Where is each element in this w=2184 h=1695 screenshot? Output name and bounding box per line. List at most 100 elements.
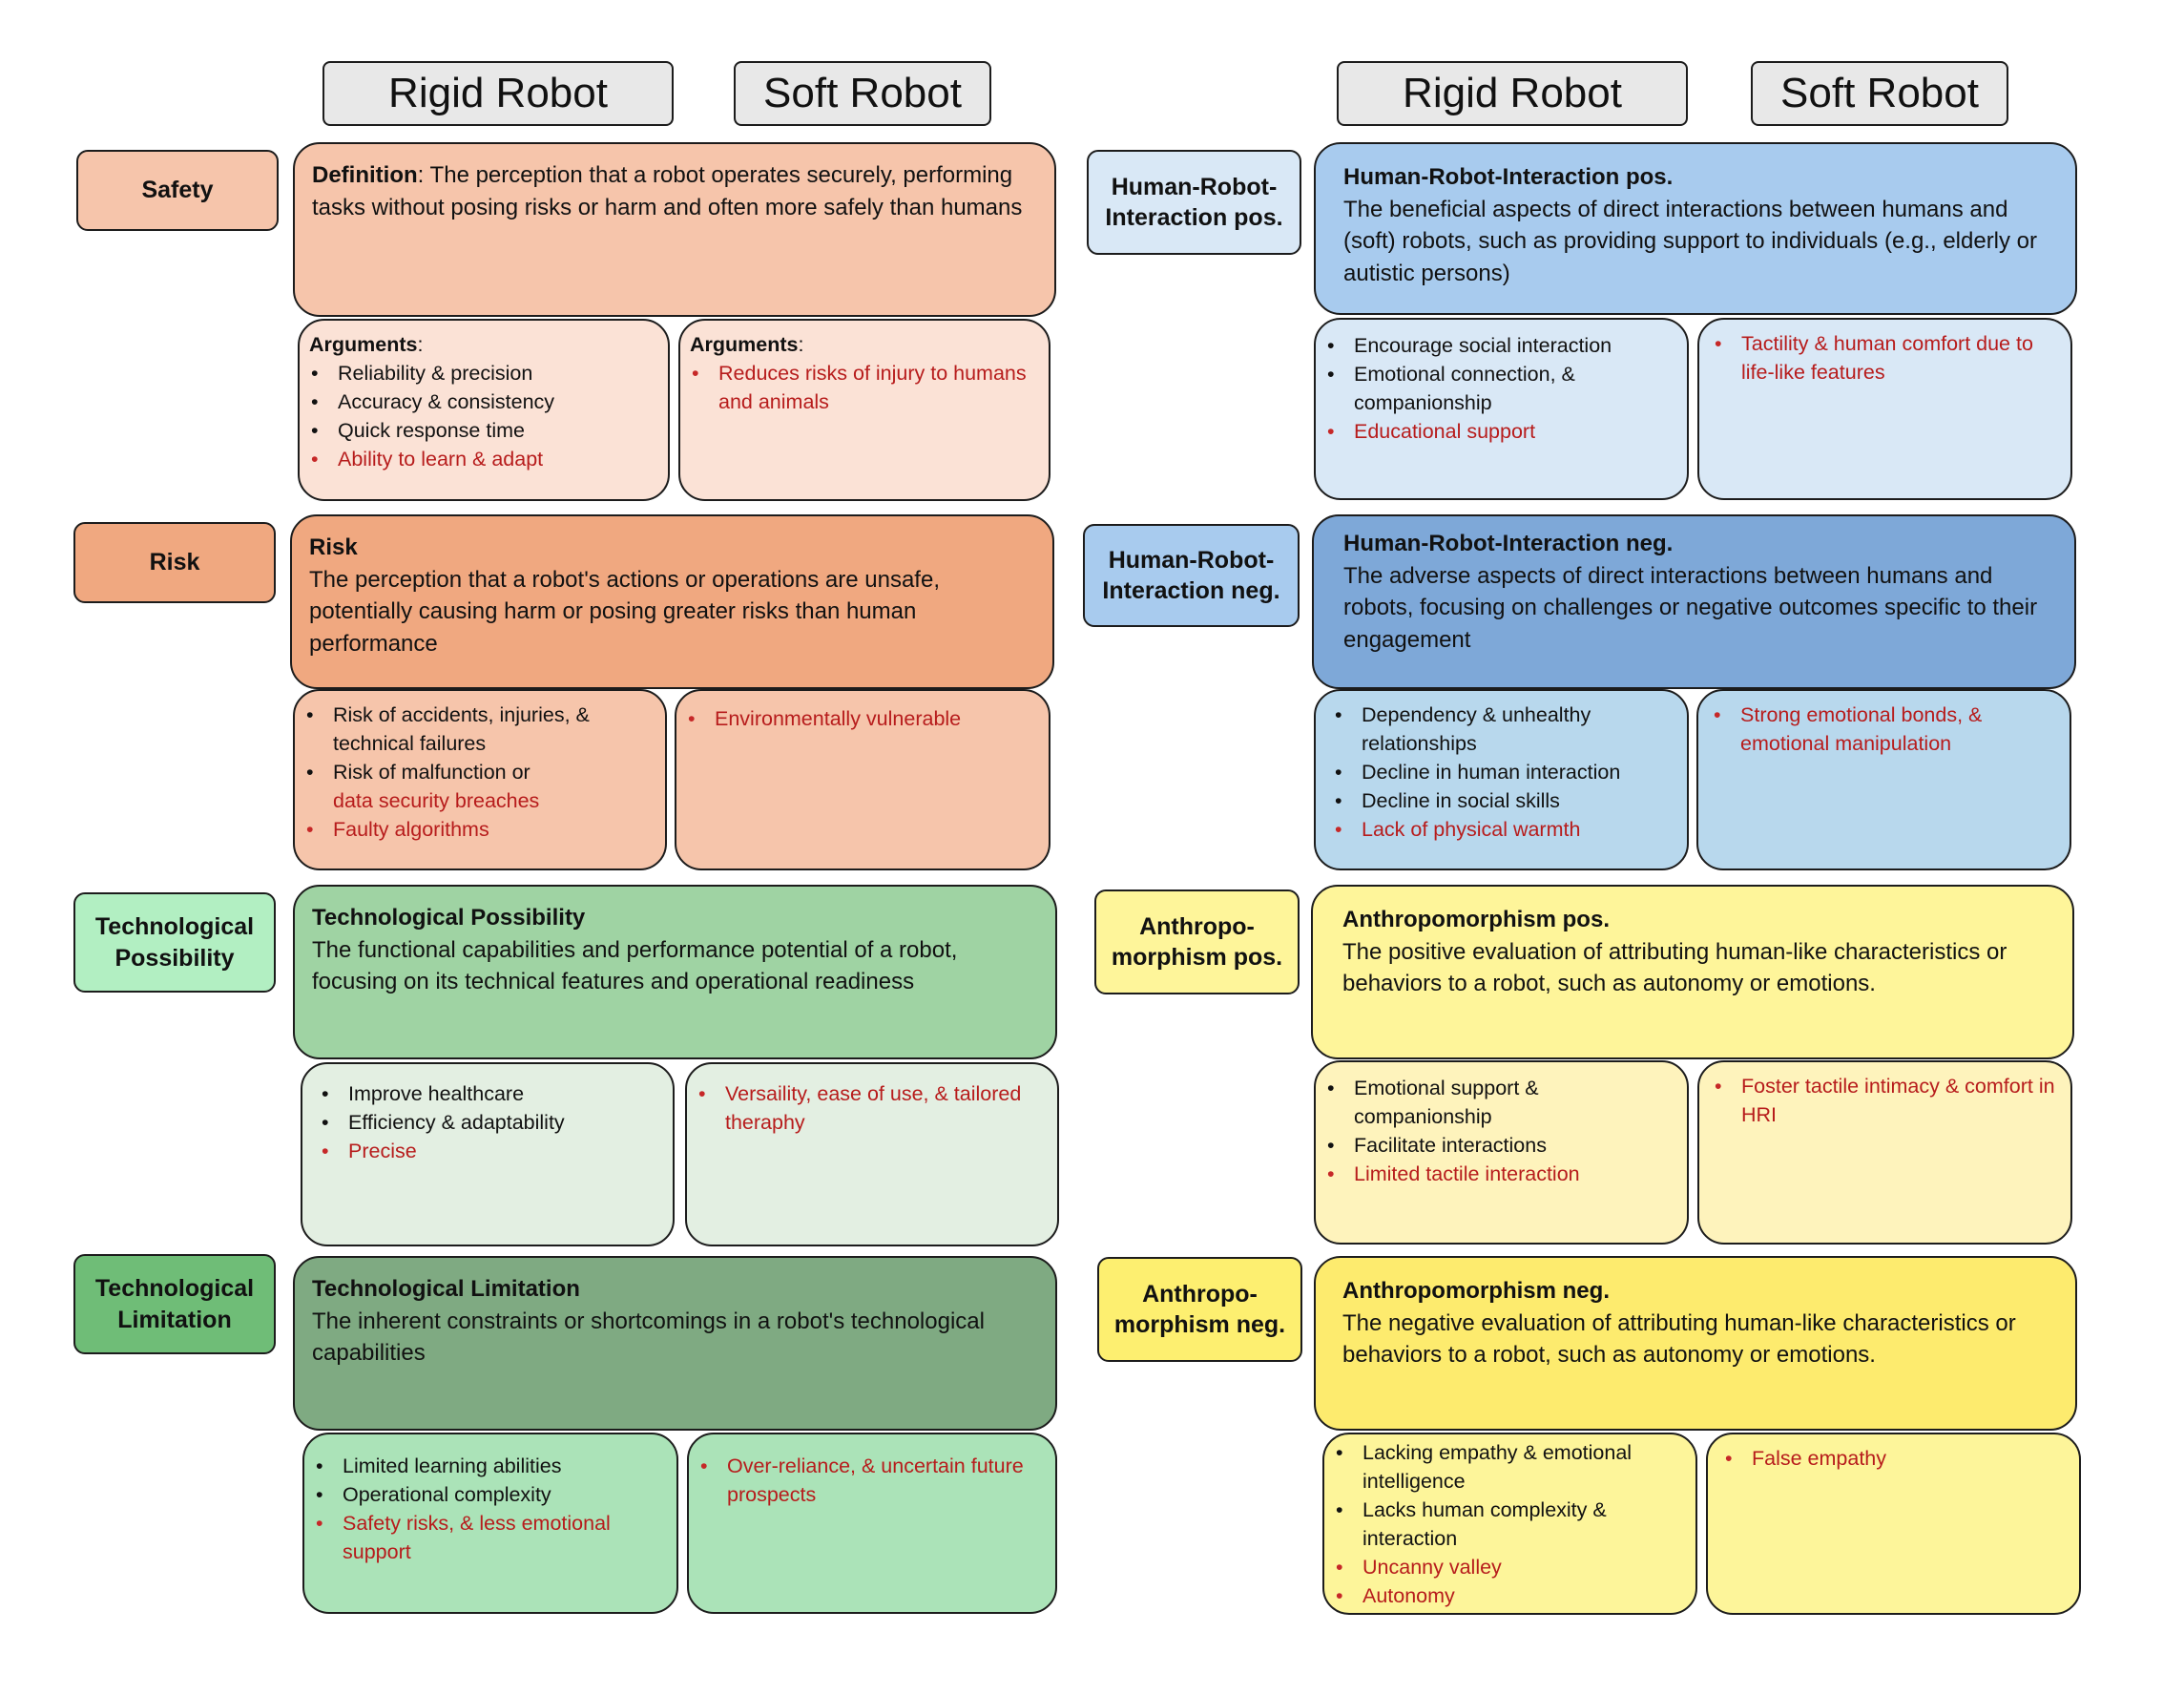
argument-item: Uncanny valley [1330,1553,1686,1581]
arguments-risk-rigid: Risk of accidents, injuries, & technical… [293,689,667,870]
definition-text: The positive evaluation of attributing h… [1342,938,2007,997]
definition-safety: Definition: The perception that a robot … [293,142,1056,317]
arguments-anthn-soft: False empathy [1706,1433,2081,1615]
definition-risk: Risk The perception that a robot's actio… [290,514,1054,689]
argument-item: Reliability & precision [305,359,658,387]
definition-technological-possibility: Technological Possibility The functional… [293,885,1057,1059]
argument-item: Encourage social interaction [1321,331,1677,360]
arguments-hrin-soft: Strong emotional bonds, & emotional mani… [1696,689,2071,870]
definition-text: The inherent constraints or shortcomings… [312,1308,985,1367]
arguments-hrin-rigid: Dependency & unhealthy relationshipsDecl… [1314,689,1689,870]
argument-item: Improve healthcare [316,1079,663,1108]
arguments-anthp-rigid: Emotional support & companionshipFacilit… [1314,1060,1689,1245]
argument-item: Tactility & human comfort due to life-li… [1709,329,2061,387]
arguments-techpos-soft: Versaility, ease of use, & tailored ther… [685,1062,1059,1246]
label-safety: Safety [76,150,279,231]
definition-title: Human-Robot-Interaction pos. [1343,164,1674,190]
header-soft-robot-left: Soft Robot [734,61,991,126]
argument-item: Ability to learn & adapt [305,445,658,473]
label-risk: Risk [73,522,276,603]
argument-item: Limited learning abilities [310,1452,667,1480]
argument-item: Quick response time [305,416,658,445]
definition-anthropomorphism-positive: Anthropomorphism pos. The positive evalu… [1311,885,2074,1059]
argument-list: False empathy [1719,1444,2070,1473]
label-hri-negative: Human-Robot-Interaction neg. [1083,524,1300,627]
argument-list: Reduces risks of injury to humans and an… [686,359,1039,416]
label-anthropomorphism-negative: Anthropo-morphism neg. [1097,1257,1302,1362]
arguments-risk-soft: Environmentally vulnerable [675,689,1050,870]
argument-item: Versaility, ease of use, & tailored ther… [693,1079,1048,1137]
argument-item: Educational support [1321,417,1677,446]
argument-item: Strong emotional bonds, & emotional mani… [1708,701,2060,758]
definition-title: Risk [309,534,358,560]
argument-list: Improve healthcareEfficiency & adaptabil… [316,1079,663,1165]
definition-text: The adverse aspects of direct interactio… [1343,562,2038,653]
argument-item: Risk of accidents, injuries, & technical… [301,701,655,758]
definition-text: The functional capabilities and performa… [312,936,958,995]
definition-title: Anthropomorphism pos. [1342,907,1610,932]
argument-item: Autonomy [1330,1581,1686,1610]
definition-hri-positive: Human-Robot-Interaction pos. The benefic… [1314,142,2077,315]
label-anthropomorphism-positive: Anthropo-morphism pos. [1094,889,1300,994]
argument-item: Accuracy & consistency [305,387,658,416]
argument-item: Environmentally vulnerable [682,704,1039,733]
argument-item: Decline in human interaction [1329,758,1677,786]
argument-item: False empathy [1719,1444,2070,1473]
arguments-heading: Arguments: [690,333,804,356]
argument-item: Lacks human complexity & interaction [1330,1496,1686,1553]
arguments-hrip-soft: Tactility & human comfort due to life-li… [1697,318,2072,500]
arguments-anthn-rigid: Lacking empathy & emotional intelligence… [1322,1433,1697,1615]
header-rigid-robot-left: Rigid Robot [322,61,674,126]
arguments-anthp-soft: Foster tactile intimacy & comfort in HRI [1697,1060,2072,1245]
argument-item: Lack of physical warmth [1329,815,1677,844]
argument-item: Precise [316,1137,663,1165]
label-technological-possibility: Technological Possibility [73,892,276,993]
argument-item: Emotional support & companionship [1321,1074,1677,1131]
argument-list: Emotional support & companionshipFacilit… [1321,1074,1677,1188]
argument-item: Dependency & unhealthy relationships [1329,701,1677,758]
argument-list: Reliability & precisionAccuracy & consis… [305,359,658,473]
argument-list: Limited learning abilitiesOperational co… [310,1452,667,1566]
argument-list: Encourage social interactionEmotional co… [1321,331,1677,446]
definition-anthropomorphism-negative: Anthropomorphism neg. The negative evalu… [1314,1256,2077,1431]
definition-hri-negative: Human-Robot-Interaction neg. The adverse… [1312,514,2076,689]
argument-item: Lacking empathy & emotional intelligence [1330,1438,1686,1496]
arguments-heading: Arguments: [309,333,424,356]
definition-text: The beneficial aspects of direct interac… [1343,196,2038,286]
arguments-techpos-rigid: Improve healthcareEfficiency & adaptabil… [301,1062,675,1246]
definition-text: The perception that a robot's actions or… [309,566,940,657]
argument-item: Decline in social skills [1329,786,1677,815]
argument-item: Efficiency & adaptability [316,1108,663,1137]
definition-title: Definition [312,162,418,188]
argument-item: Faulty algorithms [301,815,655,844]
definition-text: The negative evaluation of attributing h… [1342,1309,2016,1369]
argument-list: Strong emotional bonds, & emotional mani… [1708,701,2060,758]
label-hri-positive: Human-Robot-Interaction pos. [1087,150,1301,255]
argument-item: Facilitate interactions [1321,1131,1677,1160]
arguments-techlim-soft: Over-reliance, & uncertain future prospe… [687,1433,1057,1614]
definition-text: : The perception that a robot operates s… [312,162,1023,220]
header-rigid-robot-right: Rigid Robot [1337,61,1688,126]
definition-title: Human-Robot-Interaction neg. [1343,531,1674,556]
definition-title: Technological Possibility [312,905,586,931]
argument-list: Dependency & unhealthy relationshipsDecl… [1329,701,1677,845]
argument-item: Reduces risks of injury to humans and an… [686,359,1039,416]
arguments-safety-soft: Arguments: Reduces risks of injury to hu… [678,319,1050,501]
header-soft-robot-right: Soft Robot [1751,61,2008,126]
definition-title: Technological Limitation [312,1276,580,1302]
argument-list: Foster tactile intimacy & comfort in HRI [1709,1072,2061,1129]
argument-item: Risk of malfunction or data security bre… [301,758,655,815]
argument-item: Over-reliance, & uncertain future prospe… [695,1452,1046,1509]
label-technological-limitation: Technological Limitation [73,1254,276,1354]
argument-list: Environmentally vulnerable [682,704,1039,733]
argument-list: Versaility, ease of use, & tailored ther… [693,1079,1048,1137]
argument-item: Limited tactile interaction [1321,1160,1677,1188]
argument-item: Safety risks, & less emotional support [310,1509,667,1566]
argument-item: Foster tactile intimacy & comfort in HRI [1709,1072,2061,1129]
argument-item: Operational complexity [310,1480,667,1509]
argument-list: Lacking empathy & emotional intelligence… [1330,1438,1686,1611]
argument-list: Over-reliance, & uncertain future prospe… [695,1452,1046,1509]
definition-title: Anthropomorphism neg. [1342,1278,1610,1304]
arguments-safety-rigid: Arguments: Reliability & precisionAccura… [298,319,670,501]
arguments-techlim-rigid: Limited learning abilitiesOperational co… [302,1433,678,1614]
